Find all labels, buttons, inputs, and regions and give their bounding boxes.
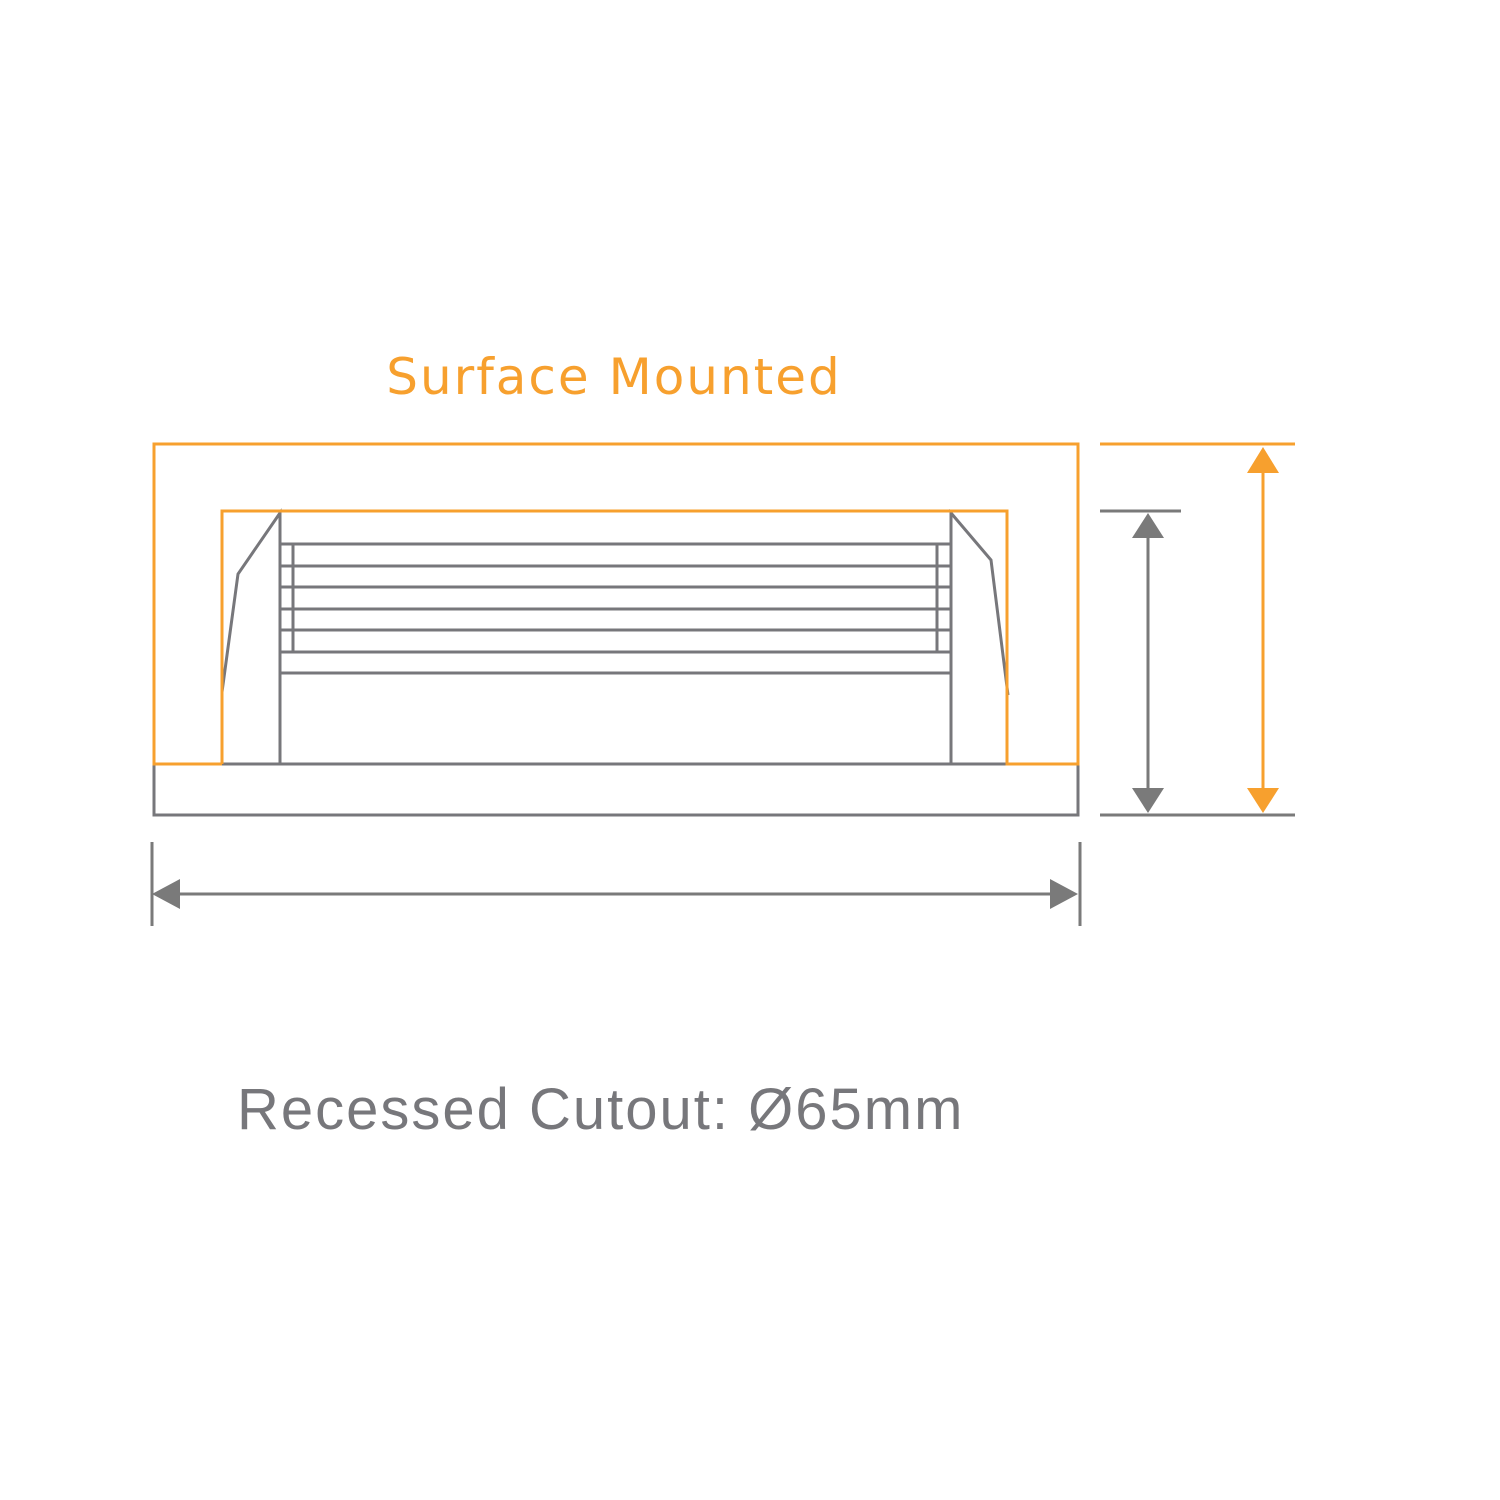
recessed-height-dimension (1100, 509, 1295, 817)
fixture-body (152, 508, 1080, 817)
arrow-down-icon (1247, 788, 1279, 813)
surface-height-dimension (1100, 442, 1295, 813)
arrow-up-icon (1132, 513, 1164, 538)
base-plate (152, 762, 1080, 817)
fin (278, 650, 953, 675)
arrow-down-icon (1132, 788, 1164, 813)
left-flange (220, 508, 282, 764)
arrow-right-icon (1050, 879, 1078, 909)
arrow-left-icon (152, 879, 180, 909)
surface-housing (152, 442, 1080, 766)
fin (278, 564, 953, 589)
arrow-up-icon (1247, 447, 1279, 473)
cutout-caption: Recessed Cutout: Ø65mm (237, 1077, 965, 1142)
fin (278, 607, 953, 632)
diagram-title: Surface Mounted (386, 348, 842, 406)
width-dimension (150, 842, 1082, 926)
right-flange (949, 508, 1010, 764)
